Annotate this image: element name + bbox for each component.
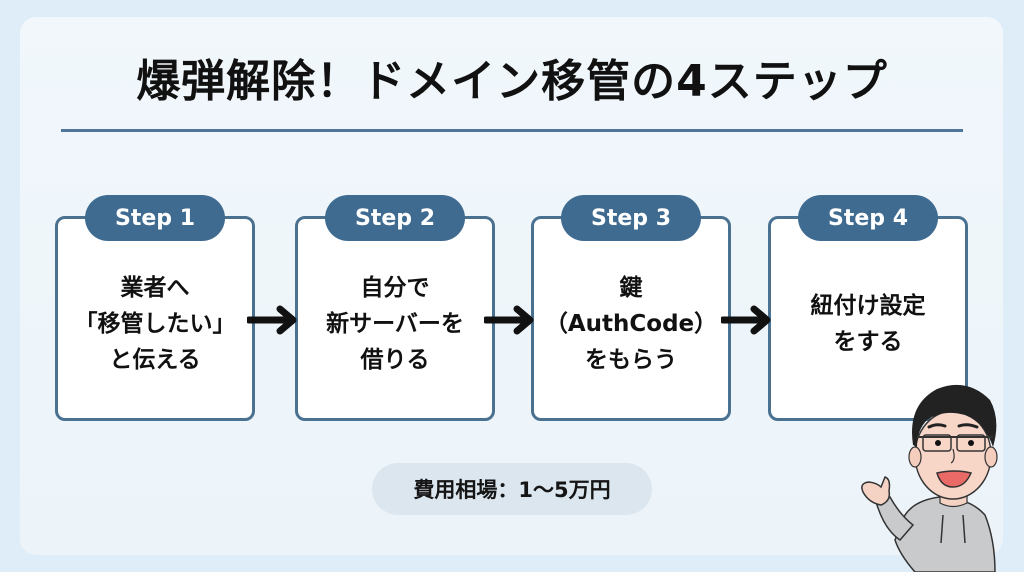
step-card-3: 鍵 （AuthCode） をもらう (531, 216, 731, 421)
step-3-badge: Step 3 (561, 195, 701, 241)
page-title: 爆弾解除！ドメイン移管の4ステップ (136, 56, 888, 107)
step-card-4: 紐付け設定 をする (768, 216, 968, 421)
step-1-text: 業者へ 「移管したい」 と伝える (74, 274, 236, 373)
step-card-1: 業者へ 「移管したい」 と伝える (55, 216, 255, 421)
step-card-2: 自分で 新サーバーを 借りる (295, 216, 495, 421)
cost-badge: 費用相場：1〜5万円 (372, 463, 652, 515)
step-3-text: 鍵 （AuthCode） をもらう (544, 274, 718, 373)
step-1-badge: Step 1 (85, 195, 225, 241)
step-2-badge: Step 2 (325, 195, 465, 241)
step-4-badge: Step 4 (798, 195, 938, 241)
step-2-text: 自分で 新サーバーを 借りる (326, 274, 464, 373)
right-arrow-icon (247, 305, 297, 335)
presenter-character-icon (861, 384, 998, 572)
right-arrow-icon (484, 305, 534, 335)
title-divider (61, 129, 963, 132)
right-arrow-icon (721, 305, 771, 335)
step-4-text: 紐付け設定 をする (810, 292, 926, 355)
